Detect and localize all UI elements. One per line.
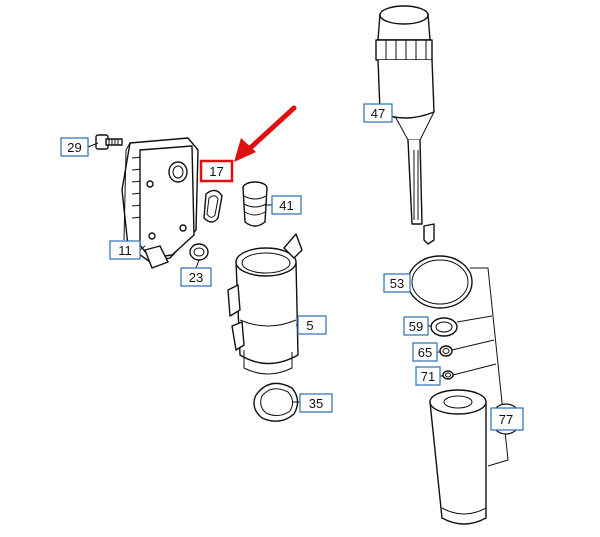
- callout-41[interactable]: 41: [271, 195, 302, 215]
- bolt-part-29[interactable]: [95, 134, 123, 150]
- callout-77[interactable]: 77: [490, 403, 524, 435]
- callout-label-41: 41: [279, 198, 293, 213]
- callout-59[interactable]: 59: [403, 316, 429, 336]
- callout-53[interactable]: 53: [383, 273, 411, 293]
- filler-cap-part-47[interactable]: [375, 5, 435, 245]
- callout-label-65: 65: [418, 345, 432, 360]
- callout-35[interactable]: 35: [299, 393, 333, 413]
- callout-label-47: 47: [371, 106, 385, 121]
- callout-11[interactable]: 11: [109, 240, 141, 260]
- callout-label-17: 17: [209, 164, 223, 179]
- o-ring-part-53[interactable]: [407, 255, 473, 309]
- seal-part-71[interactable]: [442, 370, 454, 380]
- callout-label-77: 77: [499, 412, 513, 427]
- callout-label-53: 53: [390, 276, 404, 291]
- seal-part-65[interactable]: [439, 345, 453, 357]
- callout-71[interactable]: 71: [415, 366, 441, 386]
- callout-label-23: 23: [189, 270, 203, 285]
- seal-ring-part-17[interactable]: [203, 189, 223, 223]
- seal-part-35[interactable]: [253, 382, 299, 422]
- kit-bracket-77: [451, 267, 509, 467]
- filter-housing-part-5[interactable]: [227, 233, 303, 375]
- seal-part-59[interactable]: [430, 317, 458, 337]
- small-seal-part-23[interactable]: [189, 243, 209, 261]
- filter-element[interactable]: [429, 389, 487, 525]
- callout-29[interactable]: 29: [60, 137, 89, 157]
- callout-label-71: 71: [421, 369, 435, 384]
- callout-5[interactable]: 5: [297, 315, 327, 335]
- highlight-arrow: [234, 105, 297, 162]
- callout-17-highlighted[interactable]: 17: [199, 159, 234, 183]
- callout-label-59: 59: [409, 319, 423, 334]
- callout-23[interactable]: 23: [180, 267, 212, 287]
- callout-label-11: 11: [118, 243, 132, 258]
- connector-part-41[interactable]: [242, 181, 268, 227]
- callout-47[interactable]: 47: [363, 103, 393, 123]
- callout-label-35: 35: [309, 396, 323, 411]
- callout-65[interactable]: 65: [412, 342, 438, 362]
- callout-label-5: 5: [306, 318, 313, 333]
- callout-label-29: 29: [67, 140, 81, 155]
